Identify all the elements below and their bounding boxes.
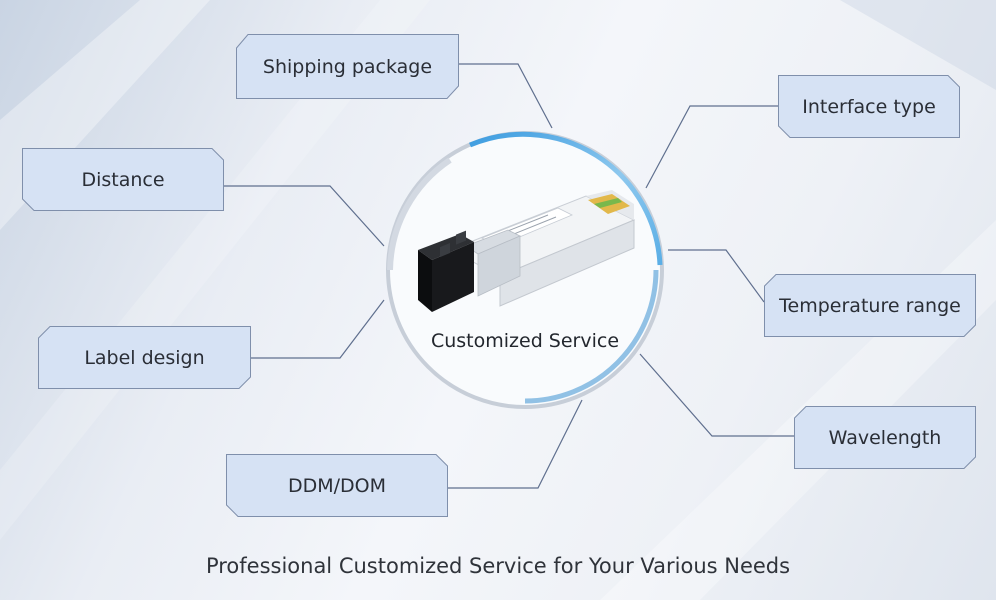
connector-distance	[224, 185, 385, 247]
connector-label-design	[250, 299, 385, 359]
tag-wavelength: Wavelength	[794, 406, 976, 469]
tag-label: Distance	[81, 168, 165, 191]
connector-wavelength	[639, 353, 794, 437]
tag-label: Temperature range	[779, 294, 961, 317]
tag-label: Shipping package	[262, 55, 433, 78]
tag-label: Interface type	[802, 95, 936, 118]
tag-label: DDM/DOM	[287, 474, 387, 497]
connector-interface-type	[645, 105, 778, 189]
tag-label: Wavelength	[828, 426, 942, 449]
tag-interface-type: Interface type	[778, 75, 960, 138]
center-label: Customized Service	[430, 330, 620, 352]
connector-ddm-dom	[448, 399, 583, 489]
tag-temperature-range: Temperature range	[764, 274, 976, 337]
tag-label: Label design	[84, 346, 205, 369]
tag-shipping-package: Shipping package	[236, 34, 459, 99]
page-caption: Professional Customized Service for Your…	[205, 554, 791, 578]
tag-ddm-dom: DDM/DOM	[226, 454, 448, 517]
connector-temperature-range	[668, 249, 765, 303]
tag-label-design: Label design	[38, 326, 251, 389]
tag-distance: Distance	[22, 148, 224, 211]
connector-shipping-package	[458, 63, 553, 129]
sfp-transceiver-icon	[418, 190, 636, 312]
